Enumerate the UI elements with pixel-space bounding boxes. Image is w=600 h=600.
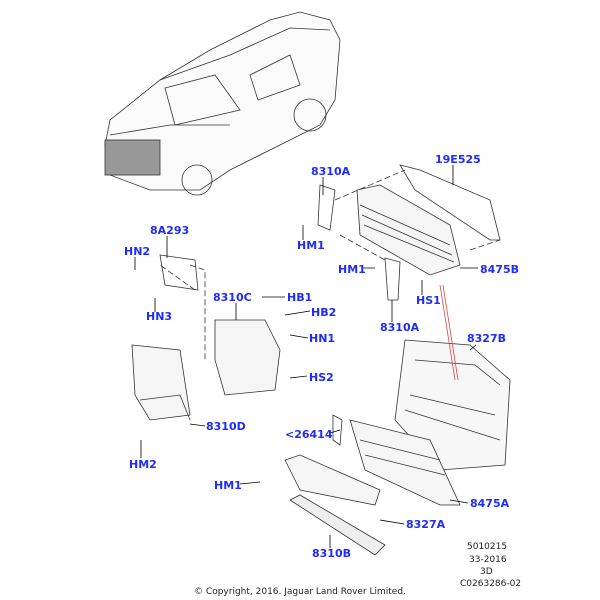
callout-HM1[interactable]: HM1	[338, 263, 366, 276]
callout-8310B[interactable]: 8310B	[312, 547, 351, 560]
callout-HS2[interactable]: HS2	[309, 371, 334, 384]
callout-HS1[interactable]: HS1	[416, 294, 441, 307]
callout-HB2[interactable]: HB2	[311, 306, 337, 319]
callout-HM1[interactable]: HM1	[297, 239, 325, 252]
callout-8475A[interactable]: 8475A	[470, 497, 510, 510]
callout-HM2[interactable]: HM2	[129, 458, 157, 471]
diagram-number: 5010215	[467, 542, 508, 552]
callout-8310A[interactable]: 8310A	[311, 165, 351, 178]
callout-8310D[interactable]: 8310D	[206, 420, 246, 433]
part-bracket-left	[131, 254, 281, 421]
callout-8475B[interactable]: 8475B	[480, 263, 519, 276]
vehicle-illustration	[104, 11, 341, 196]
diagram-code: C0263286-02	[460, 579, 522, 589]
copyright-notice: © Copyright, 2016. Jaguar Land Rover Lim…	[194, 587, 406, 597]
callout-8A293[interactable]: 8A293	[150, 224, 190, 237]
diagram-type: 3D	[480, 567, 493, 577]
callout-HN3[interactable]: HN3	[146, 310, 173, 323]
part-active-shutter-upper	[317, 164, 501, 301]
callout-19E525[interactable]: 19E525	[435, 153, 481, 166]
callout-8310C[interactable]: 8310C	[213, 291, 252, 304]
callout-8310A[interactable]: 8310A	[380, 321, 420, 334]
callout-HB1[interactable]: HB1	[287, 291, 313, 304]
callout-8327A[interactable]: 8327A	[406, 518, 446, 531]
callout-HN1[interactable]: HN1	[309, 332, 336, 345]
leader-lines	[134, 165, 478, 548]
diagram-date: 33-2016	[469, 555, 507, 565]
part-radiator-support-frame	[284, 284, 511, 556]
callout-26414[interactable]: <26414	[285, 428, 333, 441]
callout-HN2[interactable]: HN2	[124, 245, 151, 258]
callout-HM1[interactable]: HM1	[214, 479, 242, 492]
callout-8327B[interactable]: 8327B	[467, 332, 506, 345]
